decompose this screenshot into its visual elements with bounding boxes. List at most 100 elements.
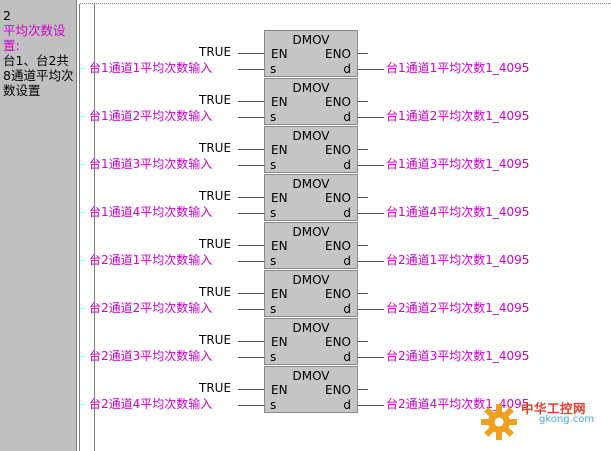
comment-text: 2 平均次数设置: 台1、台2共8通道平均次数设置 [3,8,75,98]
s-pin: s [270,398,277,412]
en-wire [238,341,264,342]
d-wire [358,165,384,166]
en-pin: EN [271,287,288,301]
dmov-block[interactable]: DMOV EN ENO s d [264,78,358,125]
dmov-block[interactable]: DMOV EN ENO s d [264,126,358,173]
en-wire [238,293,264,294]
source-variable[interactable]: 台1通道4平均次数输入 [89,205,213,219]
en-wire [238,245,264,246]
block-name: DMOV [292,33,330,47]
source-variable[interactable]: 台1通道2平均次数输入 [89,109,213,123]
block-name: DMOV [292,177,330,191]
left-rail-outer [79,4,80,451]
eno-wire [358,53,368,54]
d-pin: d [343,158,351,172]
dest-variable[interactable]: 台1通道2平均次数1_4095 [386,109,530,123]
d-wire [358,405,384,406]
eno-pin: ENO [324,287,351,301]
en-wire [238,53,264,54]
comment-panel: 2 平均次数设置: 台1、台2共8通道平均次数设置 [0,0,77,451]
en-wire [238,101,264,102]
en-wire [238,197,264,198]
block-name: DMOV [292,321,330,335]
source-variable[interactable]: 台1通道1平均次数输入 [89,61,213,75]
d-pin: d [343,350,351,364]
block-name: DMOV [292,273,330,287]
en-wire [238,149,264,150]
gear-icon [481,404,517,440]
eno-pin: ENO [324,95,351,109]
s-wire [238,213,264,214]
dest-variable[interactable]: 台2通道2平均次数1_4095 [386,301,530,315]
eno-wire [358,341,368,342]
left-rail-inner [94,4,95,451]
source-variable[interactable]: 台2通道2平均次数输入 [89,301,213,315]
eno-pin: ENO [324,239,351,253]
eno-wire [358,389,368,390]
d-wire [358,309,384,310]
dest-variable[interactable]: 台2通道4平均次数1_4095 [386,397,530,411]
en-input-label: TRUE [199,333,232,347]
dmov-block[interactable]: DMOV EN ENO s d [264,30,358,77]
s-pin: s [270,110,277,124]
s-pin: s [270,302,277,316]
dest-variable[interactable]: 台2通道1平均次数1_4095 [386,253,530,267]
en-input-label: TRUE [199,381,232,395]
dmov-block[interactable]: DMOV EN ENO s d [264,270,358,317]
source-variable[interactable]: 台2通道4平均次数输入 [89,397,213,411]
d-wire [358,213,384,214]
block-name: DMOV [292,129,330,143]
dest-variable[interactable]: 台1通道3平均次数1_4095 [386,157,530,171]
en-pin: EN [271,383,288,397]
source-variable[interactable]: 台2通道1平均次数输入 [89,253,213,267]
eno-pin: ENO [324,143,351,157]
comment-number: 2 [3,8,11,23]
eno-pin: ENO [324,191,351,205]
source-variable[interactable]: 台2通道3平均次数输入 [89,349,213,363]
en-pin: EN [271,191,288,205]
en-pin: EN [271,239,288,253]
d-wire [358,69,384,70]
d-pin: d [343,302,351,316]
eno-pin: ENO [324,47,351,61]
en-input-label: TRUE [199,285,232,299]
dest-variable[interactable]: 台1通道1平均次数1_4095 [386,61,530,75]
source-variable[interactable]: 台1通道3平均次数输入 [89,157,213,171]
s-pin: s [270,62,277,76]
d-pin: d [343,110,351,124]
block-name: DMOV [292,369,330,383]
watermark-logo: 中华工控网 gkong.com [477,394,611,446]
eno-wire [358,197,368,198]
block-name: DMOV [292,225,330,239]
eno-wire [358,293,368,294]
s-wire [238,165,264,166]
en-input-label: TRUE [199,237,232,251]
dmov-block[interactable]: DMOV EN ENO s d [264,318,358,365]
d-wire [358,261,384,262]
en-input-label: TRUE [199,45,232,59]
d-pin: d [343,206,351,220]
eno-wire [358,245,368,246]
dmov-block[interactable]: DMOV EN ENO s d [264,366,358,413]
s-wire [238,357,264,358]
dest-variable[interactable]: 台2通道3平均次数1_4095 [386,349,530,363]
dmov-block[interactable]: DMOV EN ENO s d [264,222,358,269]
en-pin: EN [271,47,288,61]
eno-pin: ENO [324,335,351,349]
dmov-block[interactable]: DMOV EN ENO s d [264,174,358,221]
s-wire [238,309,264,310]
d-pin: d [343,254,351,268]
s-pin: s [270,350,277,364]
dest-variable[interactable]: 台1通道4平均次数1_4095 [386,205,530,219]
block-name: DMOV [292,81,330,95]
eno-wire [358,149,368,150]
watermark-site: gkong.com [539,414,595,425]
d-wire [358,117,384,118]
s-wire [238,405,264,406]
s-pin: s [270,158,277,172]
s-wire [238,69,264,70]
s-wire [238,261,264,262]
d-wire [358,357,384,358]
en-input-label: TRUE [199,189,232,203]
en-pin: EN [271,335,288,349]
